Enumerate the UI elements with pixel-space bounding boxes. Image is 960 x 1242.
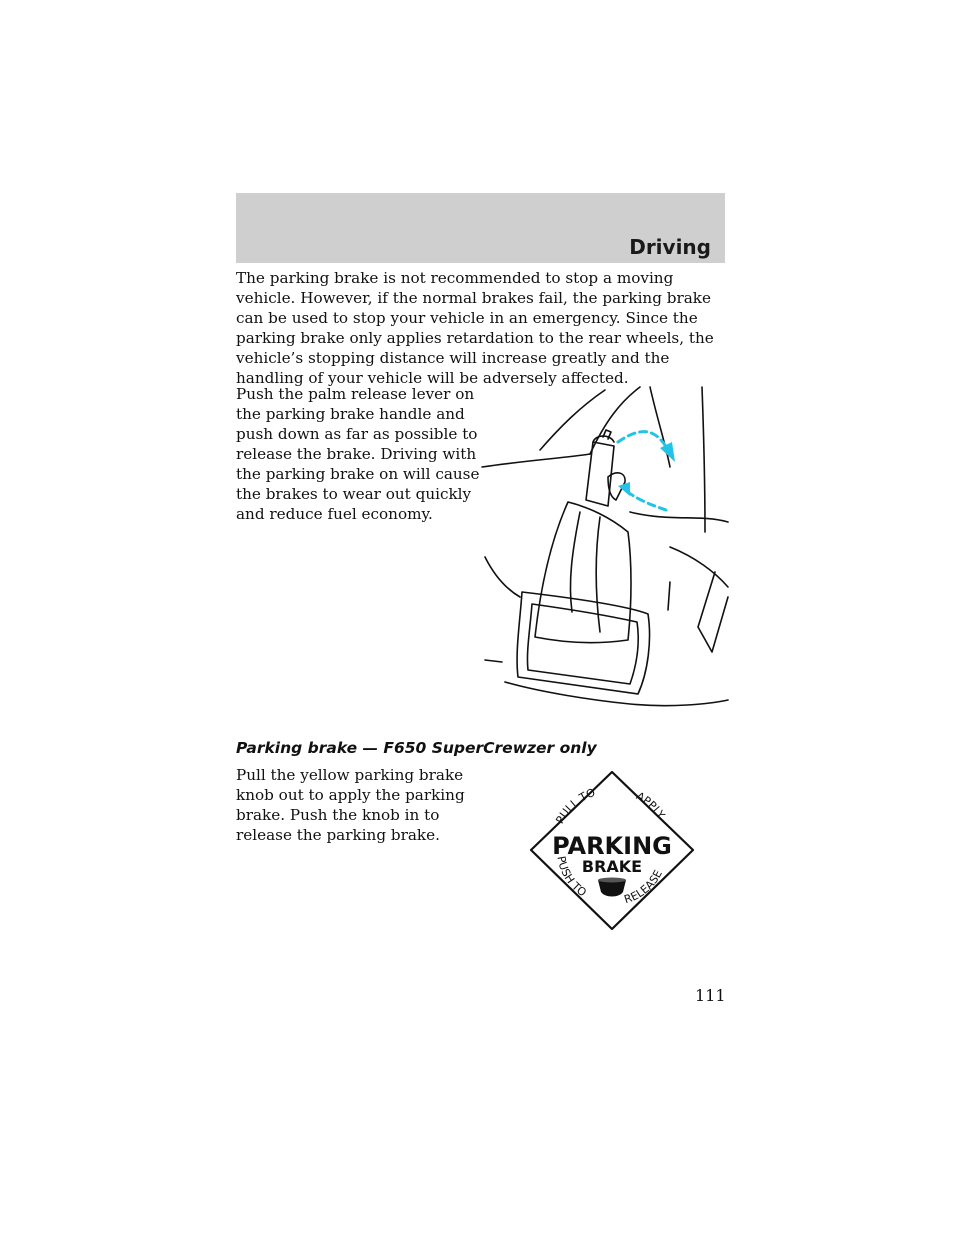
knob-icon	[598, 877, 626, 897]
sign-title: PARKING	[552, 832, 672, 860]
page-number: 111	[695, 986, 726, 1005]
intro-paragraph: The parking brake is not recommended to …	[236, 269, 714, 387]
parking-brake-sign-illustration: PULL TO APPLY PARKING BRAKE PUSH TO RELE…	[529, 770, 695, 931]
f650-instructions-paragraph: Pull the yellow parking brake knob out t…	[236, 766, 465, 844]
release-instructions-paragraph: Push the palm release lever on the parki…	[236, 385, 480, 523]
subheading-f650: Parking brake — F650 SuperCrewzer only	[236, 739, 597, 757]
parking-brake-lever-illustration	[481, 386, 729, 707]
section-title: Driving	[629, 235, 711, 259]
sign-subtitle: BRAKE	[582, 857, 642, 876]
header-band: Driving	[236, 193, 725, 263]
